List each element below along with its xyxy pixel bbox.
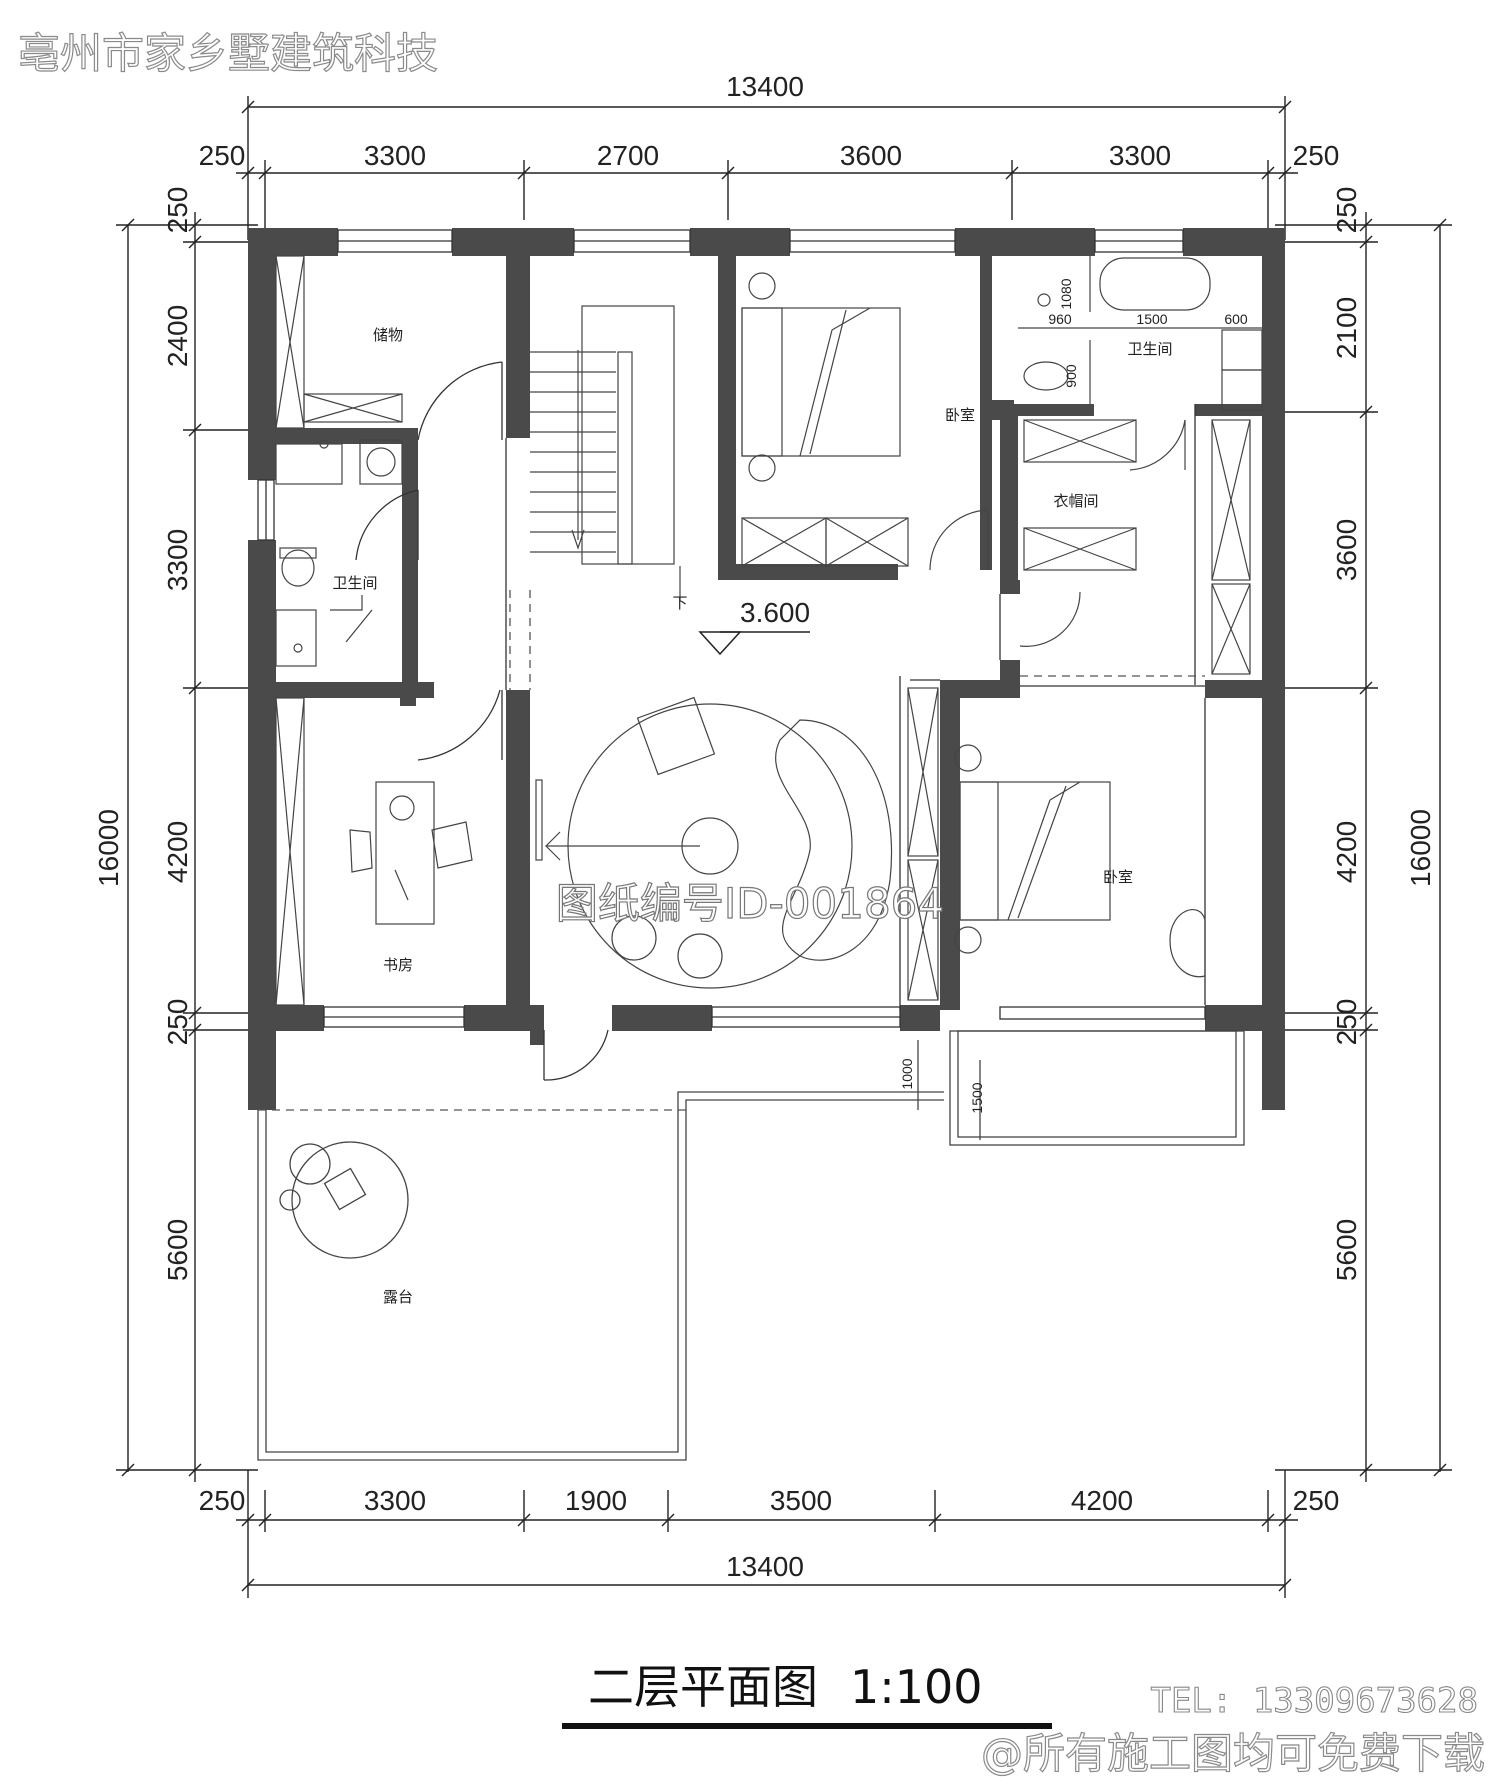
storage-shelves	[275, 255, 403, 429]
dim-top-total: 13400	[726, 71, 804, 102]
dim-bath-960: 960	[1048, 311, 1072, 327]
dim-right-seg-3: 3600	[1331, 519, 1362, 581]
walls	[248, 228, 1285, 1110]
right-dimension-lines	[1275, 212, 1452, 1482]
room-label-terrace: 露台	[383, 1288, 413, 1306]
doors-left	[355, 361, 609, 1081]
dim-top-seg-5: 3300	[1109, 140, 1171, 171]
room-label-storage: 储物	[373, 326, 403, 344]
dim-right-seg-4: 4200	[1331, 821, 1362, 883]
closet-shelves	[1019, 419, 1251, 675]
bedroom-south-furniture	[907, 687, 1206, 1001]
room-label-bedroom-north: 卧室	[945, 406, 975, 424]
dim-bottom-seg-1: 250	[199, 1485, 246, 1516]
dim-bath-900: 900	[1063, 364, 1079, 388]
dashed-openings	[258, 590, 1205, 1111]
terrace-outline	[257, 1091, 944, 1461]
dim-top-seg-2: 3300	[364, 140, 426, 171]
room-label-bathroom-left: 卫生间	[332, 574, 377, 592]
dim-left-seg-1: 250	[162, 187, 193, 234]
dim-bottom-seg-3: 1900	[565, 1485, 627, 1516]
dim-bottom-seg-5: 4200	[1071, 1485, 1133, 1516]
dim-left-seg-4: 4200	[162, 821, 193, 883]
dim-bottom-total: 13400	[726, 1551, 804, 1582]
balcony	[917, 1030, 1245, 1146]
level-mark-text: 3.600	[740, 597, 810, 628]
left-bathroom-fixtures	[275, 439, 403, 667]
bottom-dimension-lines	[236, 1470, 1298, 1598]
dim-bottom-seg-2: 3300	[364, 1485, 426, 1516]
study-furniture	[275, 697, 473, 1006]
dim-top-seg-6: 250	[1293, 140, 1340, 171]
dim-bottom-seg-6: 250	[1293, 1485, 1340, 1516]
watermark-drawing-id: 图纸编号ID-001864	[556, 879, 944, 928]
dim-right-seg-5: 250	[1331, 999, 1362, 1046]
dim-balcony-1000: 1000	[899, 1058, 915, 1089]
level-marker	[698, 631, 810, 656]
dim-bottom-seg-4: 3500	[770, 1485, 832, 1516]
dim-right-total: 16000	[1405, 809, 1436, 887]
title-underline	[562, 1723, 1052, 1729]
windows	[257, 229, 1206, 1028]
dim-top-seg-1: 250	[199, 140, 246, 171]
room-label-closet: 衣帽间	[1053, 492, 1098, 510]
right-bathroom-fixtures	[1018, 256, 1263, 471]
dim-balcony-1500: 1500	[969, 1082, 985, 1113]
watermark-company: 亳州市家乡墅建筑科技	[18, 29, 438, 78]
dim-right-seg-6: 5600	[1331, 1219, 1362, 1281]
room-label-bedroom-south: 卧室	[1103, 868, 1133, 886]
room-label-study: 书房	[383, 956, 413, 974]
dim-right-seg-1: 250	[1331, 187, 1362, 234]
dim-left-total: 16000	[93, 809, 124, 887]
dim-left-seg-3: 3300	[162, 529, 193, 591]
dim-left-seg-5: 250	[162, 999, 193, 1046]
stairs	[530, 305, 681, 600]
dim-bath-1500: 1500	[1136, 311, 1167, 327]
room-label-bathroom-right: 卫生间	[1127, 340, 1172, 358]
dim-bath-600: 600	[1224, 311, 1248, 327]
bedroom-north-furniture	[741, 272, 989, 571]
top-dimension-lines	[236, 96, 1298, 240]
dim-top-seg-3: 2700	[597, 140, 659, 171]
drawing-title: 二层平面图	[588, 1660, 818, 1714]
drawing-scale: 1:100	[850, 1660, 983, 1714]
dim-bath-1080: 1080	[1058, 278, 1074, 309]
dim-left-seg-2: 2400	[162, 305, 193, 367]
contact-tel: TEL: 13309673628	[1150, 1681, 1478, 1721]
dim-right-seg-2: 2100	[1331, 297, 1362, 359]
contact-note: @所有施工图均可免费下载	[981, 1729, 1485, 1778]
dim-left-seg-6: 5600	[162, 1219, 193, 1281]
dim-top-seg-4: 3600	[840, 140, 902, 171]
stair-down-label: 下	[672, 594, 687, 612]
living-room-furniture	[535, 696, 893, 989]
left-dimension-lines	[116, 212, 258, 1482]
